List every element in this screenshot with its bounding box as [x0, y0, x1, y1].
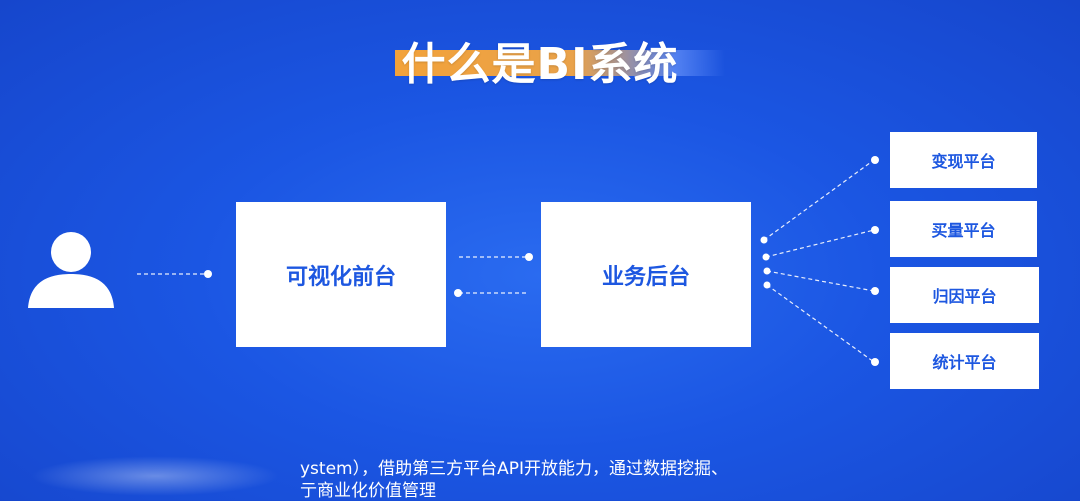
front-end-box: 可视化前台: [236, 202, 446, 347]
dot: [454, 289, 462, 297]
platform-box-attribution: 归因平台: [890, 267, 1039, 323]
connector-platform-4: [766, 284, 875, 363]
platform-box-statistics: 统计平台: [890, 333, 1039, 389]
dot: [760, 236, 768, 244]
page-title: 什么是BI系统: [401, 39, 679, 90]
dot: [763, 267, 771, 275]
dot: [762, 253, 770, 261]
platform-box-monetization: 变现平台: [890, 132, 1037, 188]
footer-caption: ystem），借助第三方平台API开放能力，通过数据挖掘、 亍商业化价值管理: [0, 448, 1080, 501]
dot: [871, 156, 879, 164]
footer-line-1: ystem），借助第三方平台API开放能力，通过数据挖掘、: [300, 459, 728, 479]
dot: [871, 358, 879, 366]
connector-platform-2: [765, 229, 875, 258]
platform-box-user-acquisition: 买量平台: [890, 201, 1037, 257]
dot: [871, 287, 879, 295]
dot: [871, 226, 879, 234]
connector-platform-3: [766, 270, 875, 292]
connector-platform-1: [763, 159, 875, 241]
footer-line-2: 亍商业化价值管理: [300, 481, 436, 501]
footer-blur: [30, 456, 280, 496]
dot: [763, 281, 771, 289]
user-icon: [26, 230, 116, 314]
dot: [204, 270, 212, 278]
title-highlight: [395, 50, 725, 76]
dot: [525, 253, 533, 261]
back-end-box: 业务后台: [541, 202, 751, 347]
